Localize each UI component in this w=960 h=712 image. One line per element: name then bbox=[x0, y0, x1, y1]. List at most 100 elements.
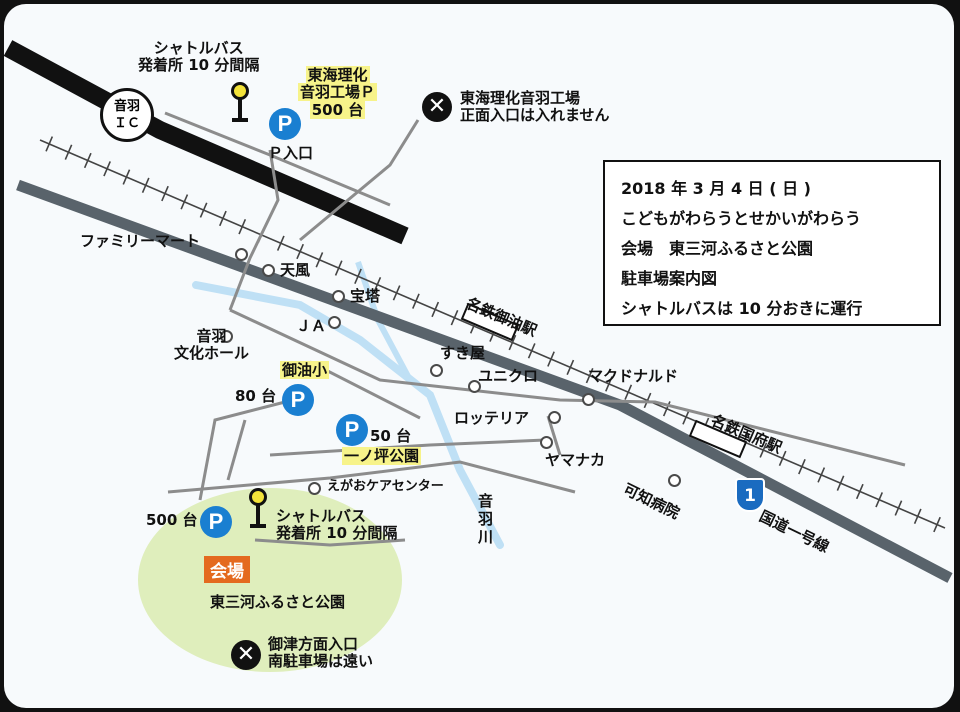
parking-venue-count: 500 台 bbox=[146, 511, 198, 529]
pin-houtou bbox=[332, 290, 345, 303]
parking-goyu-count: 80 台 bbox=[235, 387, 277, 405]
event-title: こどもがわらうとせかいがわらう bbox=[621, 209, 862, 228]
local-road bbox=[299, 119, 420, 242]
pin-kachi-hospital bbox=[668, 474, 681, 487]
railway-tick bbox=[161, 185, 169, 202]
no-entry-icon-south: ✕ bbox=[231, 640, 261, 670]
railway-tick bbox=[122, 169, 131, 185]
railway-tick bbox=[605, 376, 613, 392]
south-entrance-line2: 南駐車場は遠い bbox=[268, 652, 374, 671]
railway-ticks bbox=[45, 136, 941, 533]
event-shuttle-note: シャトルバスは 10 分おきに運行 bbox=[621, 299, 863, 318]
expressway bbox=[3, 40, 409, 245]
local-road bbox=[167, 460, 576, 494]
tokai-parking-label: 東海理化 音羽工場Ｐ 500 台 bbox=[298, 66, 378, 119]
railway-tick bbox=[894, 500, 903, 516]
event-date: 2018 年 3 月 4 日 ( 日 ) bbox=[621, 179, 811, 198]
landmark-bunka-hall: 音羽 文化ホール bbox=[174, 327, 250, 363]
railway-tick bbox=[354, 268, 362, 285]
local-road bbox=[269, 438, 546, 457]
landmark-egao-care: えがおケアセンター bbox=[327, 479, 444, 494]
pin-ja bbox=[328, 316, 341, 329]
venue-badge: 会場 bbox=[204, 556, 250, 583]
otowa-river bbox=[192, 281, 504, 549]
railway-tick bbox=[662, 401, 671, 417]
parking-ichinotsubo-count: 50 台 bbox=[370, 427, 412, 445]
pin-sukiya bbox=[430, 364, 443, 377]
railway-tick bbox=[373, 276, 382, 293]
railway-tick bbox=[431, 301, 440, 318]
otowa-ic-marker: 音羽 ＩＣ bbox=[100, 88, 154, 142]
parking-entrance-label: Ｐ入口 bbox=[268, 144, 314, 162]
landmark-mcdonalds: マクドナルド bbox=[588, 367, 679, 385]
railway-tick bbox=[296, 243, 304, 260]
railway-tick bbox=[276, 235, 285, 251]
railway-tick bbox=[508, 334, 517, 351]
railway-tick bbox=[933, 516, 941, 533]
shuttle-stop-south-icon bbox=[249, 488, 267, 530]
pin-tenpu bbox=[262, 264, 275, 277]
local-road bbox=[198, 400, 286, 501]
pin-yamanaka bbox=[540, 436, 553, 449]
railway-tick bbox=[798, 458, 806, 475]
shuttle-south-line1: シャトルバス bbox=[276, 507, 367, 525]
parking-icon-ichinotsubo: P bbox=[336, 414, 368, 446]
landmark-ja: ＪＡ bbox=[296, 317, 327, 335]
railway-tick bbox=[450, 310, 459, 326]
south-entrance-label: 御津方面入口 南駐車場は遠い bbox=[268, 635, 374, 671]
railway-tick bbox=[682, 409, 691, 425]
river-label: 音羽川 bbox=[478, 492, 494, 546]
national-route-1 bbox=[16, 179, 953, 583]
tokai-parking-line1: 東海理化 bbox=[305, 66, 370, 84]
parking-icon-venue: P bbox=[200, 506, 232, 538]
railway-tick bbox=[624, 384, 633, 400]
venue-park-area bbox=[138, 488, 402, 672]
railway-tick bbox=[778, 450, 787, 467]
bunka-hall-line2: 文化ホール bbox=[174, 344, 250, 363]
otowa-ic-line2: ＩＣ bbox=[113, 116, 140, 131]
local-road bbox=[229, 308, 906, 467]
railway-tick bbox=[199, 202, 208, 218]
railway-tick bbox=[334, 260, 343, 276]
railway-tick bbox=[238, 219, 247, 235]
local-road bbox=[228, 149, 280, 311]
railway-tick bbox=[585, 367, 594, 384]
local-road bbox=[254, 538, 406, 547]
event-map-caption: 駐車場案内図 bbox=[621, 269, 718, 288]
pin-lotteria bbox=[548, 411, 561, 424]
route-1-shield: 1 bbox=[735, 478, 765, 512]
railway-tick bbox=[817, 467, 826, 483]
event-info-box: 2018 年 3 月 4 日 ( 日 ) こどもがわらうとせかいがわらう 会場 … bbox=[603, 160, 941, 326]
tokai-entrance-line2: 正面入口は入れません bbox=[460, 106, 610, 125]
no-entry-icon-tokai: ✕ bbox=[422, 92, 452, 122]
railway-tick bbox=[45, 136, 54, 152]
pin-egao-care bbox=[308, 482, 321, 495]
local-road bbox=[226, 419, 247, 481]
parking-ichinotsubo-name: 一ノ坪公園 bbox=[342, 447, 422, 465]
otowa-ic-line1: 音羽 bbox=[113, 99, 140, 114]
shuttle-north-line2: 発着所 10 分間隔 bbox=[138, 56, 260, 75]
bunka-hall-line1: 音羽 bbox=[196, 327, 227, 345]
landmark-tenpu: 天風 bbox=[280, 261, 311, 279]
railway-tick bbox=[566, 359, 575, 376]
landmark-sukiya: すき屋 bbox=[440, 344, 486, 362]
railway-tick bbox=[219, 210, 227, 227]
tokai-parking-line3: 500 台 bbox=[309, 100, 366, 119]
event-venue: 会場 東三河ふるさと公園 bbox=[621, 239, 814, 258]
railway-tick bbox=[913, 508, 922, 524]
shuttle-north-line1: シャトルバス bbox=[153, 39, 244, 57]
landmark-yamanaka: ヤマナカ bbox=[545, 451, 606, 469]
pin-uniqlo bbox=[468, 380, 481, 393]
shuttle-stop-south-label: シャトルバス 発着所 10 分間隔 bbox=[276, 507, 397, 543]
railway-tick bbox=[141, 177, 150, 193]
pin-familymart bbox=[235, 248, 248, 261]
shuttle-stop-north-label: シャトルバス 発着所 10 分間隔 bbox=[138, 39, 260, 75]
pin-bunka-hall bbox=[220, 330, 233, 343]
tokai-entrance-label: 東海理化音羽工場 正面入口は入れません bbox=[460, 89, 610, 125]
parking-icon-goyu: P bbox=[282, 384, 314, 416]
railway-tick bbox=[855, 483, 864, 500]
railway-tick bbox=[83, 152, 92, 169]
landmark-houtou: 宝塔 bbox=[350, 287, 381, 305]
